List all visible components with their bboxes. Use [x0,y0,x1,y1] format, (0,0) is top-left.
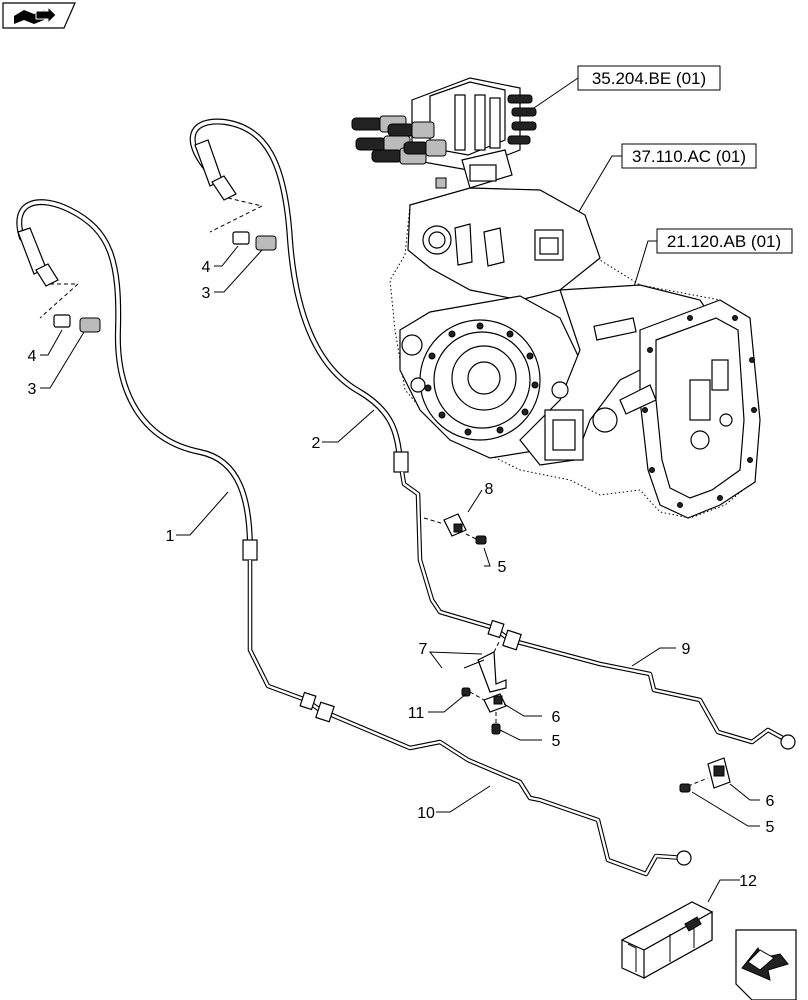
remote-valve-block [351,77,537,189]
fitting-4-left[interactable] [53,314,71,328]
clamp-6-right[interactable] [707,757,731,789]
reference-box-35-204-be[interactable]: 35.204.BE (01) [577,65,721,91]
reference-box-21-120-ab[interactable]: 21.120.AB (01) [656,228,793,254]
callout-6: 6 [766,793,775,810]
bolt-5-middle[interactable] [491,723,501,735]
transmission-housing [389,187,761,519]
callout-2: 2 [312,435,321,452]
callout-8: 8 [485,481,494,498]
reference-label: 37.110.AC (01) [632,147,746,166]
callout-7: 7 [419,641,428,658]
callout-5: 5 [766,819,775,836]
fitting-4-right[interactable] [232,231,250,245]
bolt-5-upper[interactable] [475,535,487,545]
leader-lines [40,245,760,903]
clamp-8[interactable] [443,513,467,537]
book-arrow-icon[interactable] [2,2,76,29]
callout-1: 1 [166,528,175,545]
callout-5: 5 [552,733,561,750]
fitting-3-left[interactable] [79,317,101,333]
reference-box-37-110-ac[interactable]: 37.110.AC (01) [621,143,757,169]
clamp-6-middle[interactable] [483,693,507,713]
callout-numbers: 1 2 3 4 3 4 7 8 5 11 6 5 9 10 6 5 12 [28,259,775,890]
callout-6: 6 [552,709,561,726]
cover-bolts [642,315,757,508]
bolt-5-right[interactable] [679,783,691,793]
callout-5: 5 [498,559,507,576]
coupler-group-right [507,94,537,145]
callout-11: 11 [408,705,425,722]
callout-3: 3 [28,381,37,398]
callout-4: 4 [28,348,37,365]
bracket-7[interactable] [477,651,507,693]
reference-label: 21.120.AB (01) [667,232,781,251]
callout-3: 3 [202,285,211,302]
hose-1[interactable] [16,199,258,561]
kit-box-12[interactable] [620,901,714,980]
hose-2[interactable] [189,118,409,473]
pipe-10[interactable] [247,560,692,877]
reference-label: 35.204.BE (01) [592,69,706,88]
nut-11[interactable] [461,687,471,697]
coupler-group-left [351,115,447,165]
fitting-3-right[interactable] [255,235,277,251]
callout-9: 9 [682,641,691,658]
pipe-9[interactable] [399,471,796,750]
callout-10: 10 [417,805,435,822]
next-page-arrow-icon[interactable] [735,929,797,1000]
callout-4: 4 [202,259,211,276]
callout-12: 12 [739,873,757,890]
flange-bolts [424,322,539,436]
